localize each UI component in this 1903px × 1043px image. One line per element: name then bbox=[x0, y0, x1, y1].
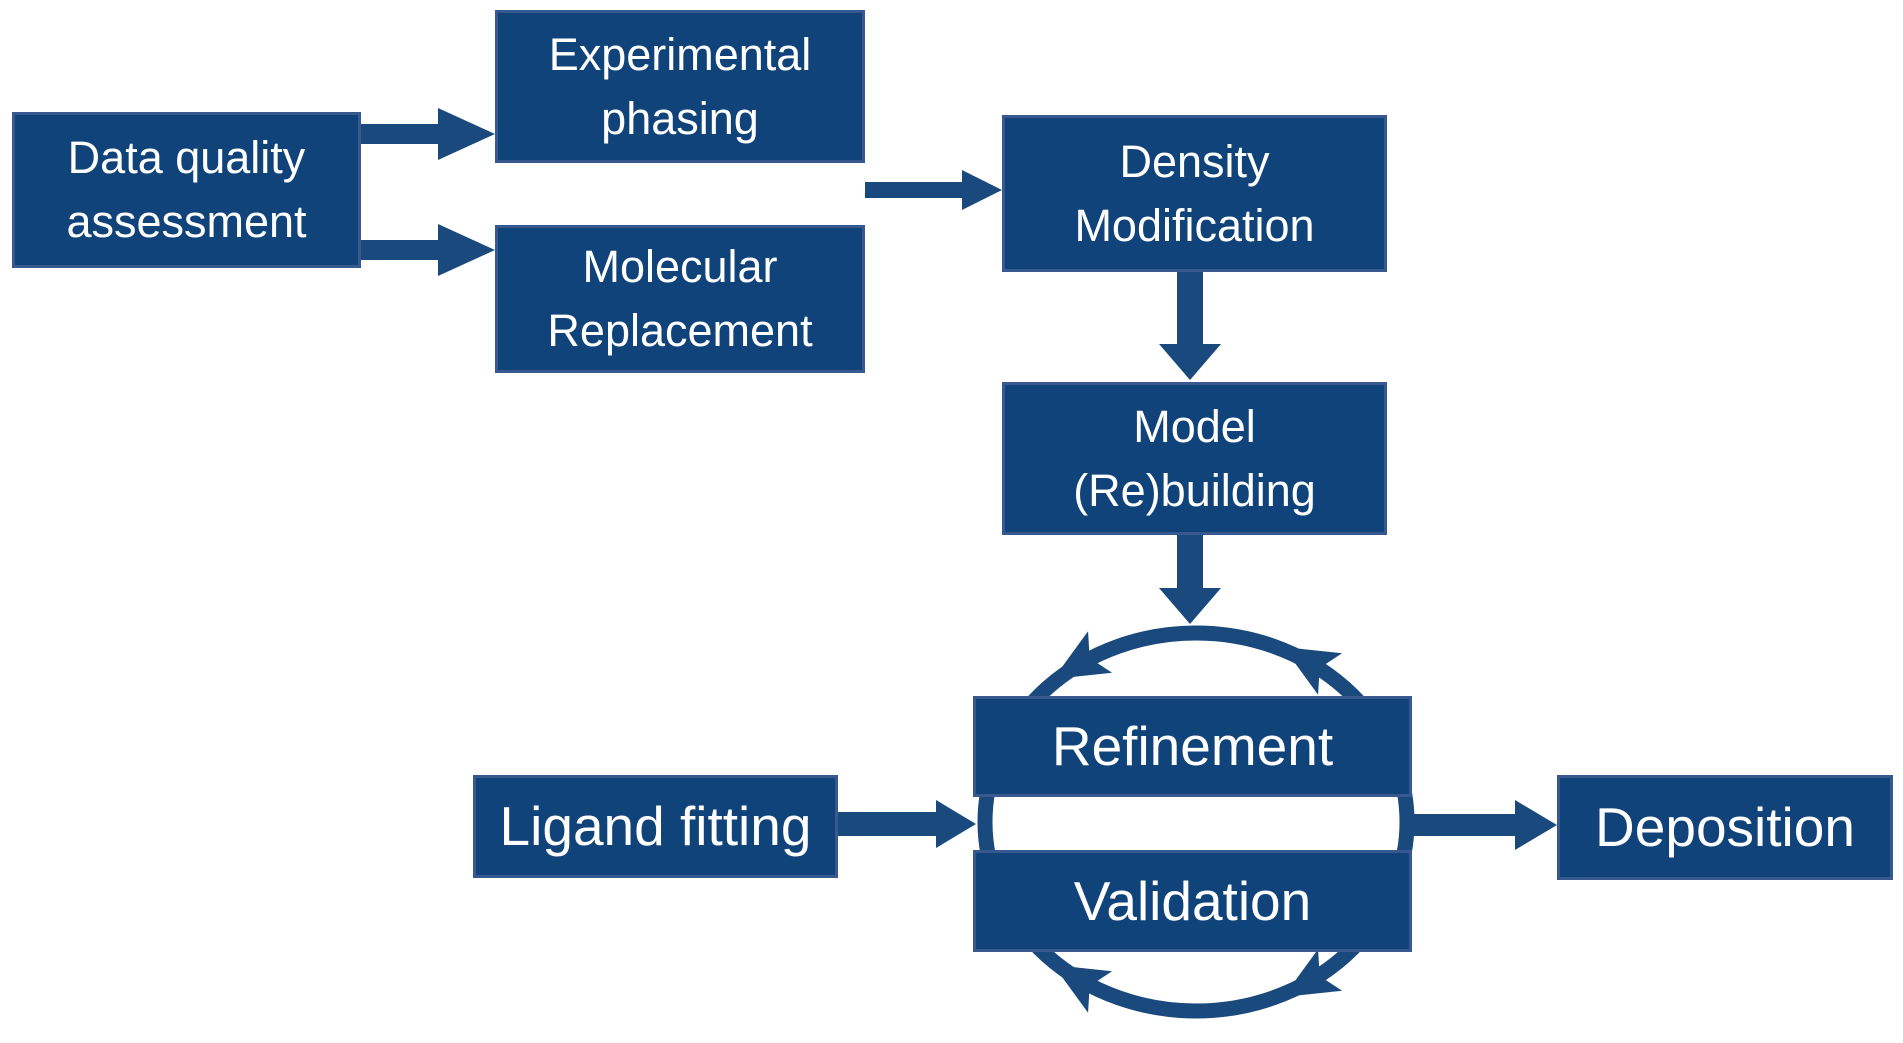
node-label-line: Density bbox=[1119, 135, 1270, 187]
node-label-line: (Re)building bbox=[1073, 464, 1316, 516]
node-label-line: Molecular bbox=[582, 241, 778, 293]
node-label-line: Validation bbox=[1073, 869, 1312, 932]
node-label-line: Deposition bbox=[1595, 796, 1855, 859]
cycle-arrowhead-bottom-right-icon bbox=[1283, 949, 1343, 997]
cycle-arrowhead-bottom-left-icon bbox=[1053, 965, 1113, 1013]
arrow-density-to-model-rebuilding-icon bbox=[1159, 272, 1221, 380]
arrow-cycle-to-deposition-icon bbox=[1412, 800, 1557, 850]
arrow-ligand-fitting-to-cycle-icon bbox=[838, 800, 976, 848]
node-density-modification: Density Modification bbox=[1002, 115, 1387, 272]
node-ligand-fitting: Ligand fitting bbox=[473, 775, 838, 878]
cycle-arrowhead-top-left-icon bbox=[1053, 631, 1113, 679]
node-label-line: Refinement bbox=[1051, 715, 1334, 778]
node-label-line: assessment bbox=[66, 196, 307, 247]
node-model-rebuilding: Model (Re)building bbox=[1002, 382, 1387, 535]
node-label-line: Ligand fitting bbox=[499, 795, 812, 858]
node-deposition: Deposition bbox=[1557, 775, 1893, 880]
arrow-model-to-cycle-icon bbox=[1159, 535, 1221, 624]
node-molecular-replacement: Molecular Replacement bbox=[495, 225, 865, 373]
node-validation: Validation bbox=[973, 850, 1412, 952]
node-label-line: Data quality bbox=[67, 132, 306, 184]
node-label-line: phasing bbox=[601, 92, 759, 144]
node-refinement: Refinement bbox=[973, 696, 1412, 797]
node-experimental-phasing: Experimental phasing bbox=[495, 10, 865, 163]
node-label-line: Replacement bbox=[547, 305, 813, 356]
cycle-arrowhead-top-right-icon bbox=[1283, 647, 1343, 695]
node-label-line: Experimental bbox=[548, 28, 812, 80]
node-label-line: Modification bbox=[1074, 199, 1315, 251]
refinement-validation-cycle-circle bbox=[977, 625, 1415, 1019]
node-label-line: Model bbox=[1133, 400, 1256, 452]
arrow-phasing-mr-to-density-modification-icon bbox=[865, 170, 1002, 210]
node-data-quality-assessment: Data quality assessment bbox=[12, 112, 361, 268]
arrow-data-quality-to-experimental-phasing-icon bbox=[361, 108, 495, 160]
arrow-data-quality-to-molecular-replacement-icon bbox=[361, 224, 495, 276]
